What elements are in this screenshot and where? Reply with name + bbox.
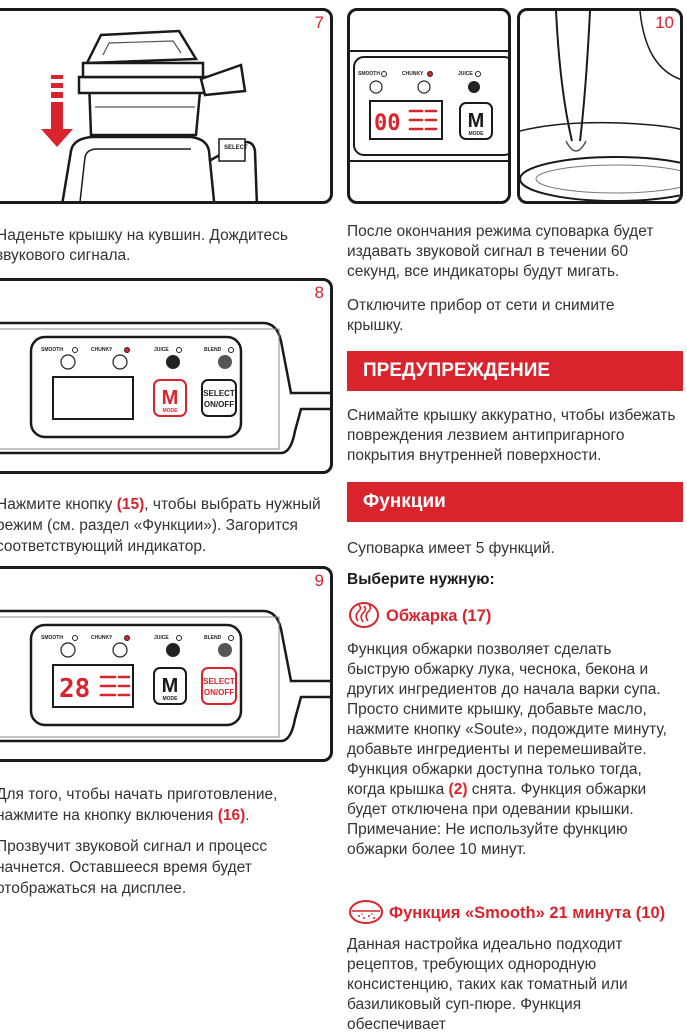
- saute-title: Обжарка (17): [386, 607, 492, 625]
- svg-text:CHUNKY: CHUNKY: [402, 71, 424, 77]
- svg-text:SELECT: SELECT: [203, 389, 235, 398]
- svg-text:JUICE: JUICE: [154, 635, 169, 641]
- warning-banner: ПРЕДУПРЕЖДЕНИЕ: [347, 351, 683, 391]
- svg-text:BLEND: BLEND: [204, 635, 222, 641]
- control-panel-drawing: SMOOTH CHUNKY JUICE BLEND M MODE SELECT …: [0, 321, 330, 455]
- svg-text:M: M: [468, 110, 485, 132]
- svg-text:SMOOTH: SMOOTH: [41, 635, 63, 641]
- step9-illustration: SMOOTH CHUNKY JUICE BLEND 28 M MODE SELE…: [0, 566, 333, 762]
- step-number: 9: [314, 571, 324, 590]
- timer-display: 28: [59, 674, 90, 704]
- functions-banner: Функции: [347, 482, 683, 522]
- svg-text:CHUNKY: CHUNKY: [91, 635, 113, 641]
- svg-text:JUICE: JUICE: [458, 71, 473, 77]
- svg-text:SMOOTH: SMOOTH: [41, 347, 63, 353]
- functions-title: Функции: [363, 491, 446, 512]
- functions-choose: Выберите нужную:: [347, 571, 495, 588]
- smooth-title: Функция «Smooth» 21 минута (10): [389, 904, 666, 922]
- step10-panel-illustration: SMOOTH CHUNKY JUICE 00 M MODE: [347, 8, 511, 204]
- warning-text: Снимайте крышку аккуратно, чтобы избежат…: [347, 407, 676, 464]
- saute-text: Функция обжарки позволяет сделать быстру…: [347, 641, 667, 858]
- down-arrow-icon: [41, 75, 73, 147]
- functions-intro: Суповарка имеет 5 функций.: [347, 540, 555, 557]
- smooth-icon: [349, 900, 383, 924]
- warning-title: ПРЕДУПРЕЖДЕНИЕ: [363, 360, 551, 381]
- step10-text-2: Отключите прибор от сети и снимите крышк…: [347, 297, 615, 334]
- svg-text:MODE: MODE: [163, 696, 179, 702]
- timer-display: 00: [374, 111, 401, 136]
- part-reference: (16): [217, 807, 246, 824]
- lid-removal-drawing: [520, 11, 680, 201]
- mode-button-icon: M MODE: [153, 379, 187, 417]
- step9-text-2: Прозвучит звуковой сигнал и процесс начн…: [0, 838, 268, 897]
- svg-text:MODE: MODE: [469, 131, 485, 137]
- smooth-text: Данная настройка идеально подходит рецеп…: [347, 936, 628, 1033]
- step-number: 10: [655, 13, 674, 32]
- svg-text:M: M: [162, 675, 179, 697]
- step9-text-1: Для того, чтобы начать приготовление, на…: [0, 786, 278, 824]
- svg-text:ON/OFF: ON/OFF: [204, 688, 234, 697]
- svg-text:SELECT: SELECT: [224, 145, 248, 151]
- saute-icon: [349, 602, 379, 628]
- step7-text: Наденьте крышку на кувшин. Дождитесь зву…: [0, 227, 288, 264]
- step10-text-1: После окончания режима суповарка будет и…: [347, 223, 654, 280]
- step8-text: Нажмите кнопку (15), чтобы выбрать нужны…: [0, 496, 321, 555]
- svg-text:JUICE: JUICE: [154, 347, 169, 353]
- svg-text:ON/OFF: ON/OFF: [204, 400, 234, 409]
- svg-text:BLEND: BLEND: [204, 347, 222, 353]
- step7-illustration: SELECT 7: [0, 8, 333, 204]
- step10-jug-illustration: 10: [517, 8, 683, 204]
- svg-text:MODE: MODE: [163, 408, 179, 414]
- step-number: 7: [314, 13, 324, 32]
- step8-illustration: SMOOTH CHUNKY JUICE BLEND M MODE SELECT …: [0, 278, 333, 474]
- svg-text:SELECT: SELECT: [203, 677, 235, 686]
- part-reference: (2): [448, 781, 468, 798]
- control-panel-display-drawing: SMOOTH CHUNKY JUICE BLEND 28 M MODE SELE…: [0, 609, 330, 743]
- svg-text:CHUNKY: CHUNKY: [91, 347, 113, 353]
- svg-text:M: M: [162, 387, 179, 409]
- svg-text:SMOOTH: SMOOTH: [358, 71, 380, 77]
- step-number: 8: [314, 283, 324, 302]
- control-panel-closeup: SMOOTH CHUNKY JUICE 00 M MODE: [350, 50, 508, 162]
- part-reference: (15): [116, 496, 145, 513]
- kettle-lid-drawing: SELECT: [41, 29, 259, 201]
